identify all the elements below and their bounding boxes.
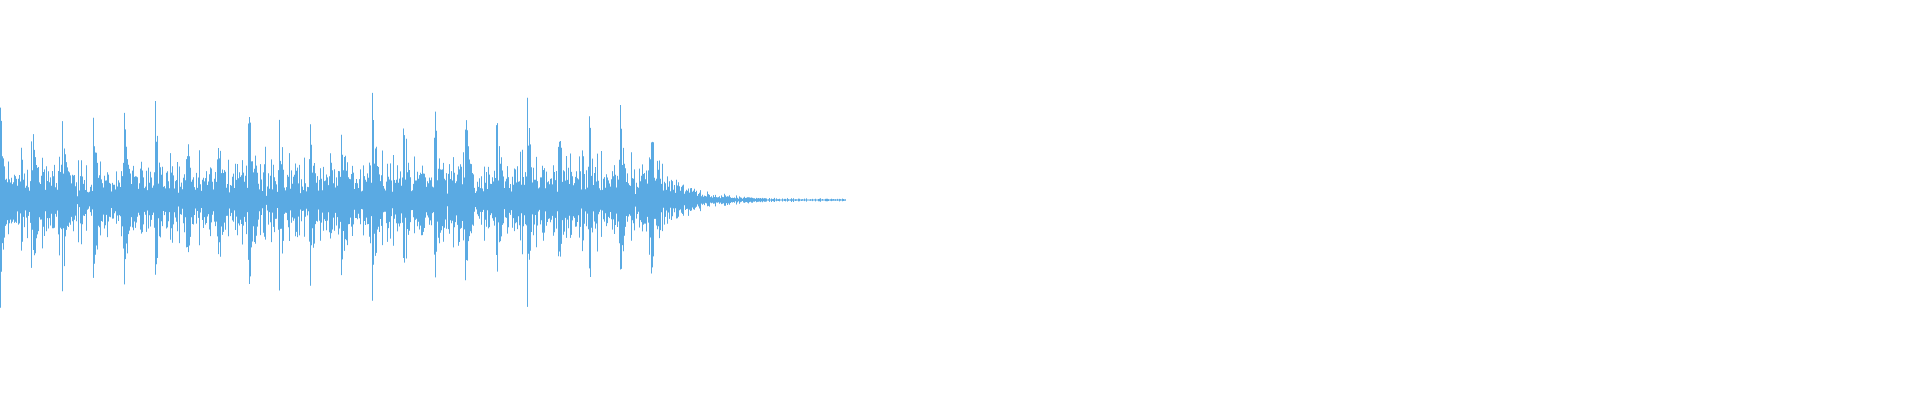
waveform-samples bbox=[0, 92, 846, 308]
